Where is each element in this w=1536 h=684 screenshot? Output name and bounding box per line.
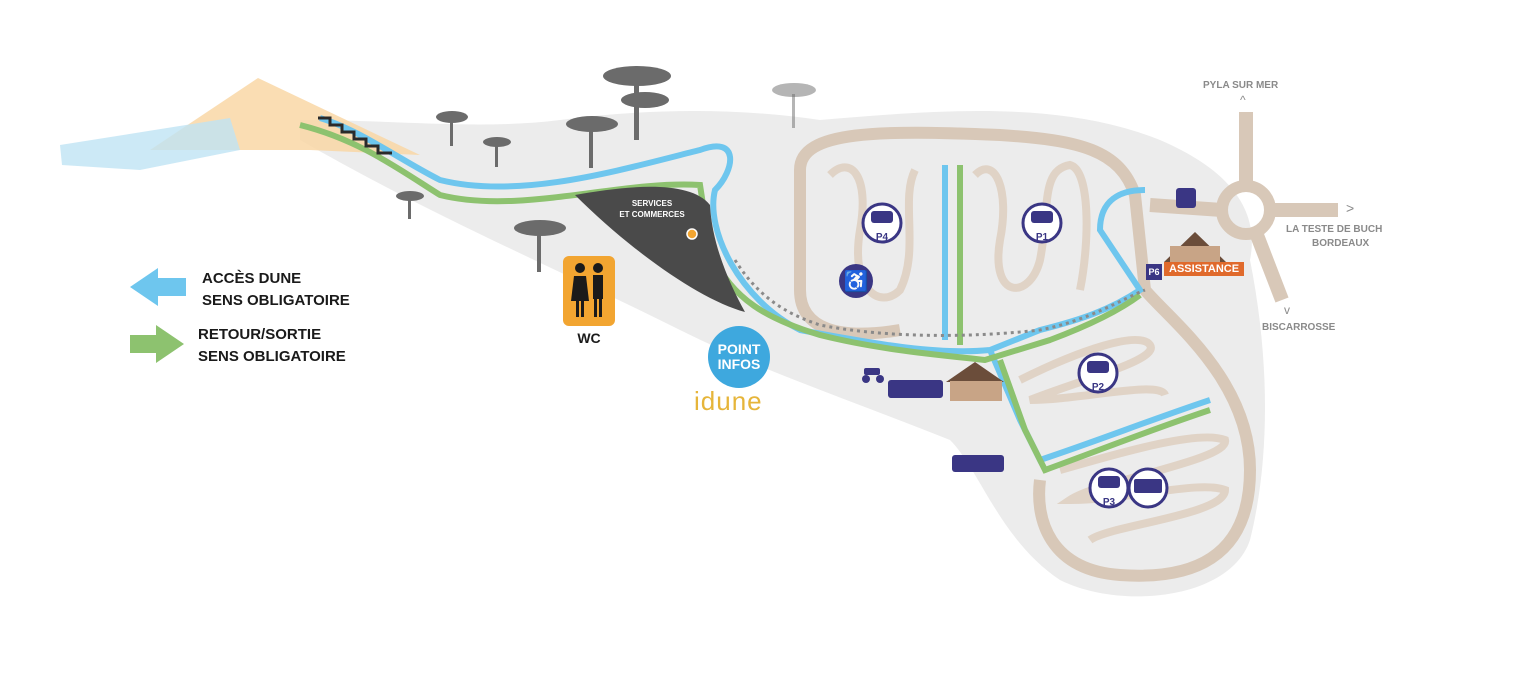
- east-chevron-icon: >: [1346, 200, 1354, 216]
- services-line1: SERVICES: [631, 199, 673, 208]
- parking-p3[interactable]: P3: [1088, 467, 1130, 509]
- exit-legend-line1: RETOUR/SORTIE: [198, 326, 322, 343]
- roundabout: [1216, 180, 1276, 240]
- access-legend-line1: ACCÈS DUNE: [202, 270, 302, 287]
- motorcycle-icon: [862, 368, 884, 383]
- north-chevron-icon: ^: [1240, 93, 1246, 107]
- svg-text:♿: ♿: [844, 269, 869, 293]
- p6-badge: P6: [1146, 264, 1162, 280]
- tree-icons: [396, 66, 816, 272]
- assistance-label: ASSISTANCE: [1164, 262, 1245, 276]
- exit-legend-arrow: [130, 325, 184, 363]
- toilet-people-icon: [571, 263, 603, 317]
- access-legend-arrow: [130, 268, 186, 306]
- road-south: [1248, 227, 1289, 303]
- accessible-parking-icon: ♿: [839, 264, 873, 298]
- south-chevron-icon: v: [1284, 303, 1290, 317]
- parking-p1-label: P1: [1036, 232, 1049, 243]
- parking-p3-label: P3: [1103, 497, 1116, 508]
- access-legend-label: ACCÈS DUNE SENS OBLIGATOIRE: [202, 268, 350, 312]
- road-loop: [794, 126, 1257, 582]
- parking-p4-label: P4: [876, 232, 889, 243]
- parking-p2-label: P2: [1092, 382, 1105, 393]
- point-infos-badge[interactable]: POINT INFOS: [708, 326, 770, 388]
- bus-icon: [888, 188, 1196, 472]
- exit-legend-label: RETOUR/SORTIE SENS OBLIGATOIRE: [198, 324, 346, 368]
- access-path: [319, 115, 1146, 355]
- road-label-east-1: LA TESTE DE BUCH: [1286, 224, 1383, 235]
- parking-p2[interactable]: P2: [1077, 352, 1119, 394]
- services-line2: ET COMMERCES: [619, 210, 685, 219]
- sea-area: [60, 118, 240, 170]
- access-legend-line2: SENS OBLIGATOIRE: [202, 292, 350, 309]
- assistance-house-icon: [1164, 232, 1226, 262]
- exit-legend-line2: SENS OBLIGATOIRE: [198, 348, 346, 365]
- road-label-south: BISCARROSSE: [1262, 322, 1336, 333]
- wc-label: WC: [577, 330, 601, 346]
- parking-p4[interactable]: P4: [861, 202, 903, 244]
- cycle-path: [733, 259, 1146, 337]
- road-label-north: PYLA SUR MER: [1203, 80, 1279, 91]
- idune-logo: idune: [694, 386, 763, 416]
- point-infos-line2: INFOS: [717, 356, 761, 372]
- dune-stairs: [318, 116, 392, 155]
- road-label-east-2: BORDEAUX: [1312, 238, 1370, 249]
- p4-lanes: [827, 163, 919, 302]
- parking-p1[interactable]: P1: [1021, 202, 1063, 244]
- p3-lanes: [1056, 433, 1230, 544]
- point-infos-line1: POINT: [717, 341, 761, 357]
- camper-van-icon: [1127, 467, 1169, 509]
- p1-lanes: [972, 160, 1091, 292]
- exit-path-east: [957, 165, 1211, 474]
- services-label: SERVICES ET COMMERCES: [612, 198, 692, 220]
- wc-icon[interactable]: [563, 256, 615, 326]
- services-marker: [686, 228, 698, 240]
- services-area: [575, 186, 745, 312]
- info-house-icon: [946, 362, 1004, 401]
